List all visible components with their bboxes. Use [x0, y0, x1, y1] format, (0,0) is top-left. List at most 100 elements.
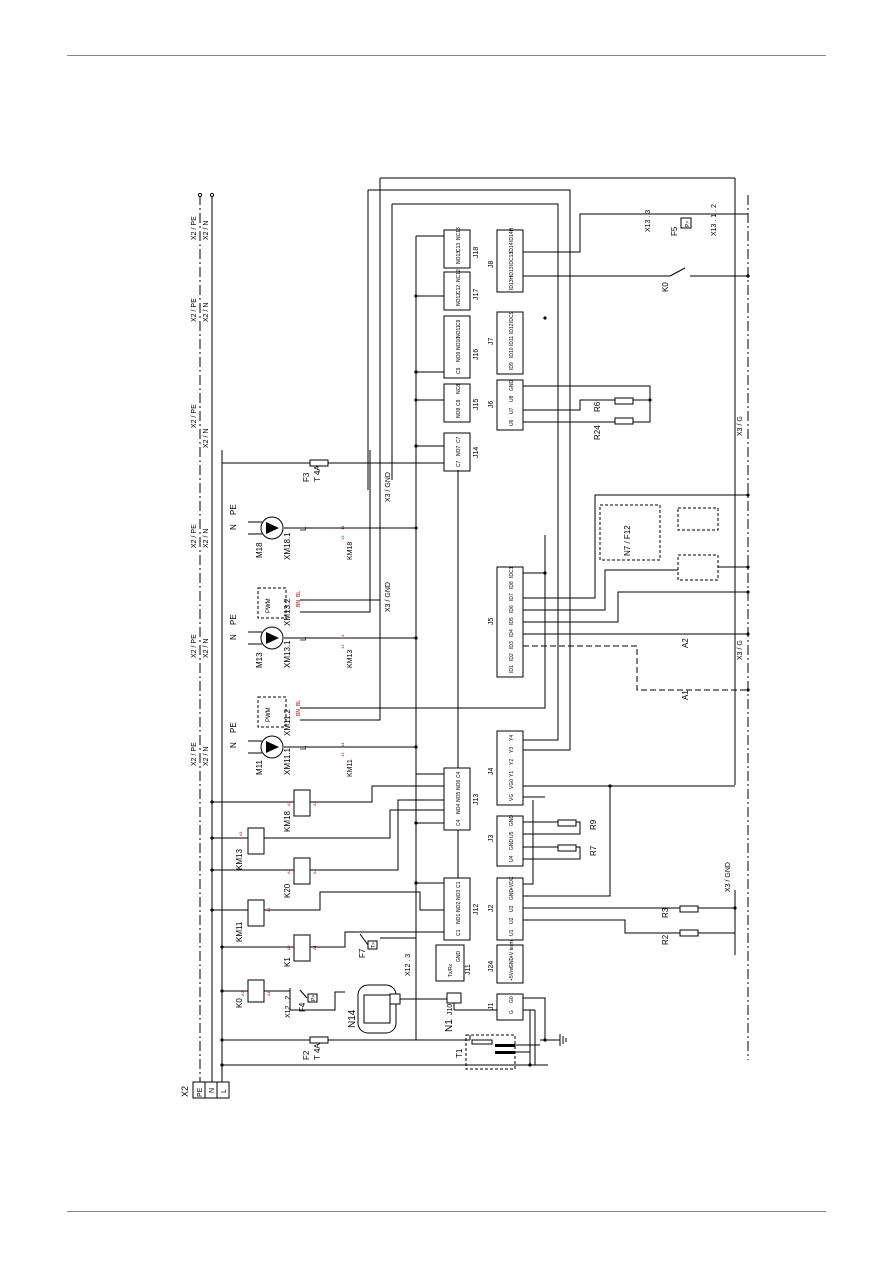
- j7-pin-2: ID10: [509, 347, 515, 358]
- connector-j6: U6 U7 U8 GND J6: [488, 379, 524, 431]
- j8-pin-1: ID13H: [509, 275, 515, 290]
- j4-pin-3: Y1: [509, 771, 515, 777]
- x13-12-label: X13 . 1 . 2: [711, 204, 718, 236]
- junction-dots: [210, 274, 750, 1067]
- connector-j5: ID1 ID2 ID3 ID4 ID5 ID6 ID7 ID8 IDC1 J5: [488, 566, 524, 678]
- svg-text:BN: BN: [296, 709, 302, 716]
- j2-pin-4: GND: [509, 889, 515, 901]
- j2-label: J2: [488, 905, 495, 913]
- module-n14: N14: [347, 984, 447, 1034]
- k0-coil-label: K0: [235, 998, 244, 1008]
- j1-label: J1: [488, 1003, 495, 1011]
- connector-j16: C9 NO9 NO10 NO11 C9 J16: [443, 315, 480, 379]
- j13-pin-5: C4: [456, 771, 462, 778]
- j1-pin-2: G0: [509, 996, 515, 1003]
- j12-pin-3: NO2: [456, 902, 462, 913]
- bus-pe-label-1: X2 / PE: [191, 216, 198, 240]
- m13-label: M13: [255, 652, 264, 668]
- j7-pin-3: ID11: [509, 336, 515, 346]
- k0-remote-label: K0: [661, 282, 670, 292]
- pump-m13: M13 XM13.1 N PE L PWM XM13.2 BN BL KM13 …: [229, 450, 415, 668]
- j5-pin-4: ID4: [509, 629, 515, 637]
- footer-rule: [67, 1211, 826, 1212]
- j10-label: J10: [447, 1004, 454, 1015]
- pump-m11: M11 XM11.1 N PE L PWM XM11.2 BN BL KM11 …: [229, 535, 546, 777]
- connector-j3: U4 GND U5 GND J3: [488, 815, 524, 867]
- j14-pin-3: C7: [456, 436, 462, 443]
- xm13-n: N: [229, 634, 238, 640]
- xm11-n: N: [229, 742, 238, 748]
- j5-pin-3: ID3: [509, 641, 515, 649]
- xm18-1-label: XM18.1: [283, 532, 292, 560]
- bus-n-label-1: X2 / N: [203, 221, 210, 240]
- j12-pin-1: C1: [456, 929, 462, 936]
- k1-coil-label: K1: [283, 957, 292, 967]
- x3-gnd-label-2: X3 / GND: [385, 472, 392, 502]
- j4-pin-1: VG: [509, 794, 515, 801]
- j18-pin-1: NO13: [456, 251, 462, 264]
- bus-n-label-4: X2 / N: [203, 529, 210, 548]
- power-wiring: [222, 997, 548, 1066]
- fuse-f2-label: F2: [302, 1050, 311, 1060]
- n7-f12-label: N7 / F12: [623, 525, 632, 556]
- connector-j18: NO13 C13 NC13 J18: [443, 227, 480, 269]
- xm13-1-label: XM13.1: [283, 640, 292, 668]
- j14-pin-1: C7: [456, 460, 462, 467]
- j5-pin-7: ID7: [509, 593, 515, 601]
- j24-label: J24: [488, 961, 495, 972]
- xm11-pwm: PWM: [266, 707, 272, 722]
- j5-pin-5: ID5: [509, 617, 515, 625]
- x2-n-label: N: [209, 1088, 216, 1093]
- km13-contact-label: KM13: [347, 650, 354, 668]
- svg-text:A1: A1: [238, 830, 243, 836]
- j16-label: J16: [473, 349, 480, 360]
- j16-pin-5: C9: [456, 319, 462, 326]
- x3-gnd-label-1: X3 / GND: [385, 582, 392, 612]
- svg-text:A2: A2: [240, 990, 245, 996]
- j18-pin-2: C13: [456, 243, 462, 252]
- bus-labels: X2 / PE X2 / N X2 / PE X2 / N X2 / PE X2…: [191, 216, 210, 766]
- bus-n-label-3: X2 / N: [203, 429, 210, 448]
- xm11-pe: PE: [229, 722, 238, 733]
- j7-pin-4: ID12: [509, 323, 515, 334]
- x3-gnd-label-3: X3 / GND: [725, 862, 732, 892]
- km11-coil-label: KM11: [235, 921, 244, 942]
- fuse-f2: F2 T 4A: [222, 1036, 470, 1060]
- bus-pe-label-2: X2 / PE: [191, 298, 198, 322]
- f7-temp-icon: T>: [371, 942, 377, 948]
- r9-label: R9: [589, 819, 598, 830]
- fuse-f3: F3 T 4A: [222, 459, 445, 482]
- j5-pin-9: IDC1: [509, 566, 515, 578]
- xm11-1-label: XM11.1: [283, 747, 292, 775]
- j11-label: J11: [465, 964, 472, 975]
- j3-label: J3: [488, 835, 495, 843]
- j6-label: J6: [488, 401, 495, 409]
- j2-pin-2: U2: [509, 917, 515, 924]
- j8-pin-4: ID14: [509, 242, 515, 253]
- svg-text:13: 13: [340, 644, 345, 649]
- xm13-pe: PE: [229, 614, 238, 625]
- j3-pin-1: U4: [509, 855, 515, 862]
- ground-icon: [559, 1034, 567, 1046]
- connector-j12: C1 NO1 NO2 NO3 C1 J12: [443, 877, 480, 941]
- j16-pin-4: NO11: [456, 325, 462, 338]
- j6-pin-3: U8: [509, 395, 515, 402]
- j12-pin-5: C1: [456, 881, 462, 888]
- bus-n-label-6: X2 / N: [203, 747, 210, 766]
- x3-g-label: X3 / G: [737, 416, 744, 436]
- x3-g-label-2: X3 / G: [737, 640, 744, 660]
- connector-j4: VG VG0 Y1 Y2 Y3 Y4 J4: [488, 730, 524, 806]
- fuse-f3-label: F3: [302, 472, 311, 482]
- svg-text:BL: BL: [296, 591, 302, 597]
- connector-j14: C7 NO7 C7 J14: [443, 432, 480, 472]
- bus-pe-label-4: X2 / PE: [191, 524, 198, 548]
- j7-label: J7: [488, 338, 495, 346]
- j15-pin-3: NC8: [456, 384, 462, 394]
- j12-pin-4: NO3: [456, 890, 462, 901]
- j15-label: J15: [473, 399, 480, 410]
- x2-label: X2: [180, 1086, 190, 1097]
- bus-pe-label-5: X2 / PE: [191, 634, 198, 658]
- j8-label: J8: [488, 261, 495, 269]
- j15-pin-1: NO8: [456, 408, 462, 419]
- n14-label: N14: [347, 1009, 358, 1028]
